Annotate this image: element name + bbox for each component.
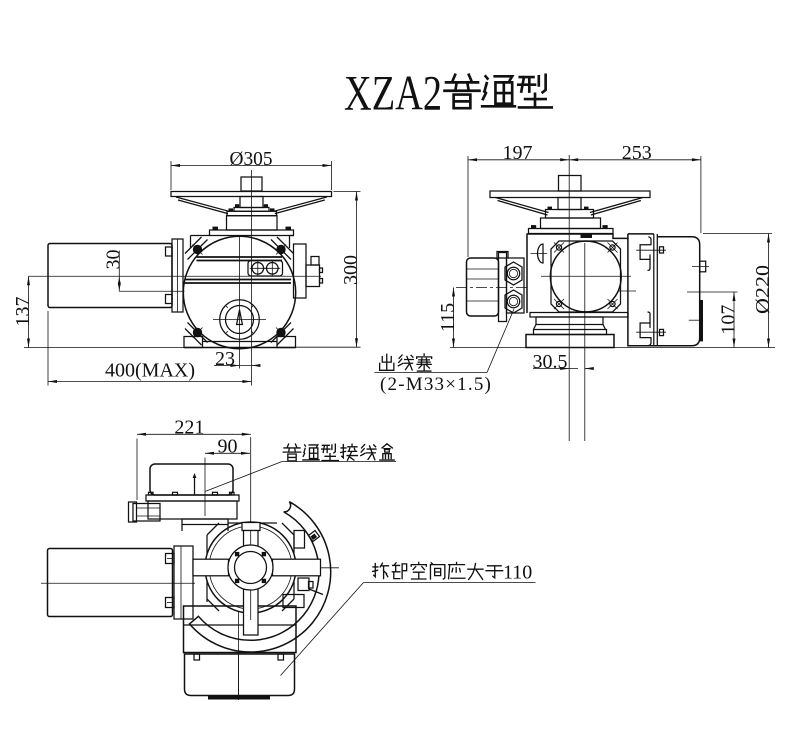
svg-text:Ø220: Ø220: [752, 265, 774, 314]
svg-text:137: 137: [12, 297, 34, 327]
svg-text:110: 110: [503, 562, 532, 584]
svg-text:23: 23: [215, 348, 235, 370]
svg-text:(2-M33×1.5): (2-M33×1.5): [380, 374, 492, 395]
svg-text:90: 90: [218, 436, 238, 458]
svg-text:221: 221: [174, 417, 204, 439]
svg-text:400(MAX): 400(MAX): [105, 360, 195, 382]
svg-text:30.5: 30.5: [533, 351, 568, 373]
svg-text:Ø305: Ø305: [230, 148, 273, 170]
svg-text:XZA2: XZA2: [344, 65, 442, 121]
svg-text:197: 197: [503, 142, 533, 164]
svg-text:30: 30: [103, 250, 125, 270]
svg-text:115: 115: [437, 303, 459, 332]
svg-text:253: 253: [622, 142, 652, 164]
svg-text:300: 300: [340, 255, 362, 285]
svg-text:107: 107: [717, 305, 739, 335]
